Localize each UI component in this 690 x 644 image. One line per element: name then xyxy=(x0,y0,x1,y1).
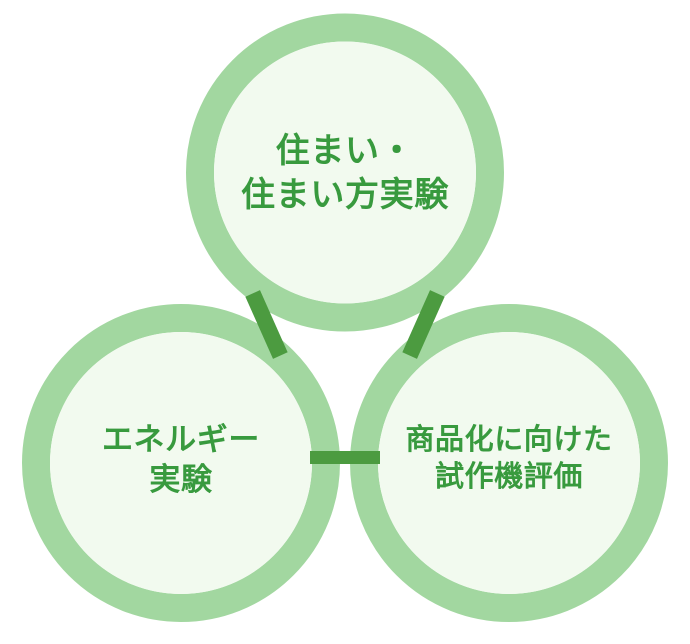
connector-bar-diagonal-right xyxy=(402,290,445,359)
circle-group-commercialization[interactable] xyxy=(350,304,668,622)
connector-bar-horizontal xyxy=(310,451,380,464)
connector-bar-diagonal-left xyxy=(245,290,288,359)
circle-fill-commercialization xyxy=(378,332,640,594)
circle-ring-housing xyxy=(186,13,504,332)
circle-group-housing[interactable] xyxy=(186,13,504,332)
connector-energy-commercialization xyxy=(310,451,380,464)
circle-fill-energy xyxy=(50,332,312,594)
circle-fill-housing xyxy=(214,41,476,304)
connector-housing-commercialization xyxy=(402,290,445,359)
circle-group-energy[interactable] xyxy=(22,304,340,622)
connector-housing-energy xyxy=(245,290,288,359)
